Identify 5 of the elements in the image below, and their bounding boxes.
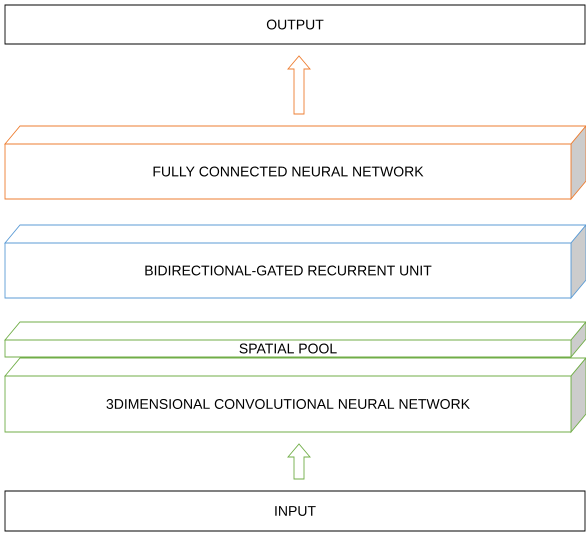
io-box: OUTPUT xyxy=(4,4,586,44)
io-box: INPUT xyxy=(4,490,586,532)
node-label: SPATIAL POOL xyxy=(240,344,337,354)
block-arrow xyxy=(287,443,311,480)
block-arrow xyxy=(287,55,311,114)
